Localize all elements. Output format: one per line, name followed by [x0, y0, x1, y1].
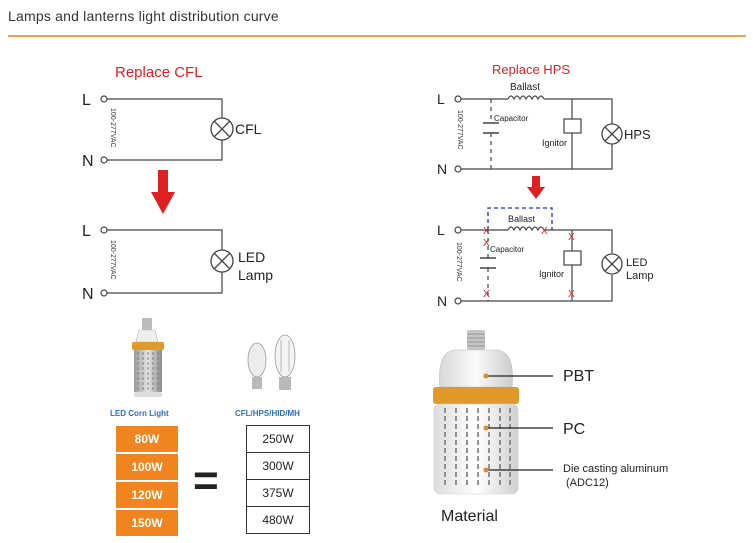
cfl-led-label-1: LED: [238, 249, 265, 265]
bypass-wire: [487, 207, 553, 230]
led-watt-cell: 80W: [114, 424, 180, 454]
hps-before-neutral-label: N: [437, 161, 447, 177]
capacitor-icon: [480, 257, 496, 269]
terminal-icon: [100, 289, 108, 297]
hps-led-label-2: Lamp: [626, 270, 654, 282]
terminal-icon: [454, 95, 462, 103]
legacy-watt-cell: 300W: [246, 452, 310, 480]
ballast-coil-icon: [507, 226, 545, 232]
page-title: Lamps and lanterns light distribution cu…: [8, 8, 279, 24]
ignitor-icon: [563, 118, 582, 134]
lamp-icon: [601, 253, 623, 275]
cfl-after-wire: [107, 229, 223, 294]
legacy-watt-table: 250W 300W 375W 480W: [246, 425, 310, 534]
lamp-icon: [210, 117, 234, 141]
terminal-icon: [454, 165, 462, 173]
ballast-coil-icon: [507, 95, 545, 101]
cfl-led-label-2: Lamp: [238, 267, 273, 283]
ignitor-icon: [563, 250, 582, 266]
equals-sign: =: [193, 456, 219, 505]
terminal-icon: [454, 226, 462, 234]
led-watt-table: 80W 100W 120W 150W: [114, 424, 180, 538]
led-watt-cell: 120W: [114, 480, 180, 510]
hps-after-voltage: 100-277VAC: [455, 242, 462, 282]
legacy-caption: CFL/HPS/HID/MH: [235, 409, 300, 418]
cfl-after-line-label: L: [82, 223, 91, 240]
hps-after-line-label: L: [437, 222, 445, 238]
material-adc12-label: (ADC12): [566, 477, 609, 489]
remove-mark-icon: X: [568, 289, 575, 300]
terminal-icon: [100, 156, 108, 164]
remove-mark-icon: X: [483, 238, 490, 249]
header-divider: [8, 35, 746, 37]
led-watt-cell: 100W: [114, 452, 180, 482]
material-pc-label: PC: [563, 421, 585, 438]
lamp-icon: [210, 249, 234, 273]
hps-ignitor-label: Ignitor: [542, 138, 567, 148]
legacy-watt-cell: 375W: [246, 479, 310, 507]
led-watt-cell: 150W: [114, 508, 180, 538]
material-caption: Material: [441, 508, 498, 525]
hps-led-label-1: LED: [626, 257, 647, 269]
hps-before-line-label: L: [437, 91, 445, 107]
down-arrow-icon: [151, 170, 175, 214]
led-caption: LED Corn Light: [110, 409, 169, 418]
hps-before-wire: [461, 98, 613, 170]
hps-after-neutral-label: N: [437, 293, 447, 309]
cfl-title: Replace CFL: [115, 64, 203, 81]
cfl-before-wire: [107, 98, 223, 161]
capacitor-icon: [483, 122, 499, 134]
terminal-icon: [100, 226, 108, 234]
remove-mark-icon: X: [541, 226, 548, 237]
hps-before-voltage: 100-277VAC: [456, 110, 463, 150]
hps-after-wire: [461, 229, 613, 302]
terminal-icon: [100, 95, 108, 103]
material-aluminum-label: Die casting aluminum: [563, 463, 668, 475]
down-arrow-icon: [527, 176, 545, 199]
material-leader-lines: [483, 373, 553, 473]
cfl-after-voltage: 100-277VAC: [109, 240, 116, 280]
cfl-after-neutral-label: N: [82, 286, 94, 303]
remove-mark-icon: X: [483, 226, 490, 237]
material-pbt-label: PBT: [563, 368, 594, 385]
cfl-before-line-label: L: [82, 92, 91, 109]
hps-capacitor-label: Capacitor: [494, 114, 529, 123]
remove-mark-icon: X: [568, 232, 575, 243]
hps-ballast-label: Ballast: [510, 82, 540, 93]
legacy-watt-cell: 250W: [246, 425, 310, 453]
hps-after-capacitor-label: Capacitor: [490, 245, 525, 254]
hps-lamp-label: HPS: [624, 127, 651, 142]
hps-title: Replace HPS: [492, 62, 570, 77]
legacy-lamps-image: [247, 334, 296, 390]
legacy-watt-cell: 480W: [246, 506, 310, 534]
lamp-icon: [601, 123, 623, 145]
terminal-icon: [454, 297, 462, 305]
led-corn-light-image: [132, 318, 164, 397]
cfl-before-voltage: 100-277VAC: [109, 108, 116, 148]
cfl-lamp-label: CFL: [235, 121, 262, 137]
cfl-before-neutral-label: N: [82, 153, 94, 170]
remove-mark-icon: X: [483, 289, 490, 300]
hps-after-ballast-label: Ballast: [508, 214, 536, 224]
hps-after-ignitor-label: Ignitor: [539, 269, 564, 279]
material-lamp-image: [433, 330, 519, 495]
